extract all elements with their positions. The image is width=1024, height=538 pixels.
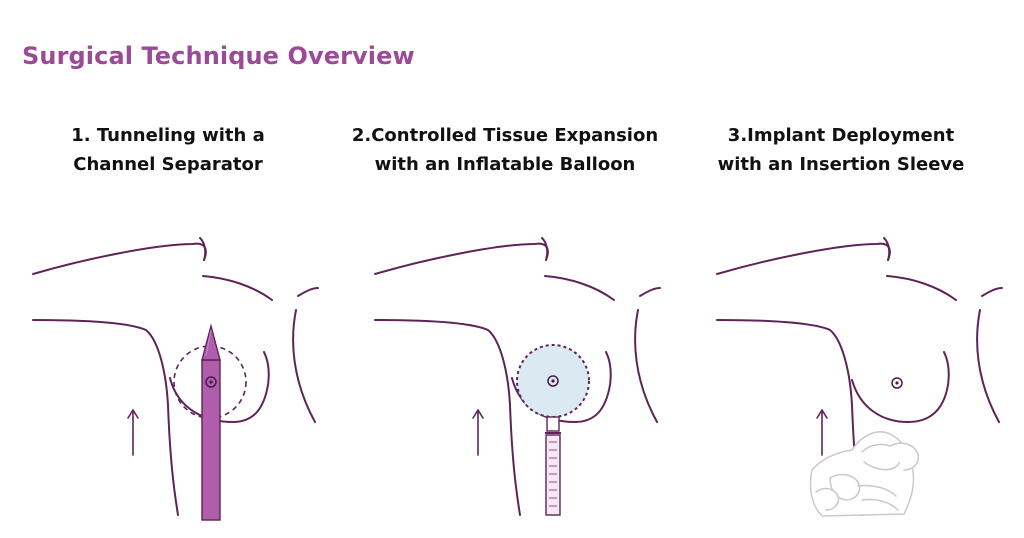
nipple-icon xyxy=(547,375,559,387)
upward-arrow-icon xyxy=(816,409,828,456)
step-1-title: 1. Tunneling with a Channel Separator xyxy=(8,121,328,179)
step-3-title-line-1: 3.Implant Deployment xyxy=(727,125,955,146)
step-1-title-line-2: Channel Separator xyxy=(73,154,263,175)
step-3-figure xyxy=(716,237,1003,517)
step-1-figure xyxy=(32,237,319,521)
step-2-figure xyxy=(374,237,661,516)
step-3-illustration xyxy=(712,230,1003,520)
inflation-syringe-icon xyxy=(545,416,561,516)
channel-separator-icon xyxy=(201,323,221,521)
nipple-icon xyxy=(891,377,903,389)
upward-arrow-icon xyxy=(472,409,484,456)
body-outline xyxy=(32,237,319,516)
step-2-title-line-2: with an Inflatable Balloon xyxy=(374,154,636,175)
step-3-title-line-2: with an Insertion Sleeve xyxy=(717,154,965,175)
step-3-title: 3.Implant Deployment with an Insertion S… xyxy=(681,121,1001,179)
nipple-icon xyxy=(205,376,217,388)
step-1-title-line-1: 1. Tunneling with a xyxy=(71,125,265,146)
upward-arrow-icon xyxy=(127,409,139,456)
step-1-illustration xyxy=(28,230,319,521)
page-title: Surgical Technique Overview xyxy=(22,42,415,70)
step-2-title: 2.Controlled Tissue Expansion with an In… xyxy=(345,121,665,179)
step-2-title-line-1: 2.Controlled Tissue Expansion xyxy=(351,125,659,146)
insertion-sleeve-hand-icon xyxy=(809,431,920,517)
step-2-illustration xyxy=(370,230,661,520)
body-outline xyxy=(374,237,661,516)
